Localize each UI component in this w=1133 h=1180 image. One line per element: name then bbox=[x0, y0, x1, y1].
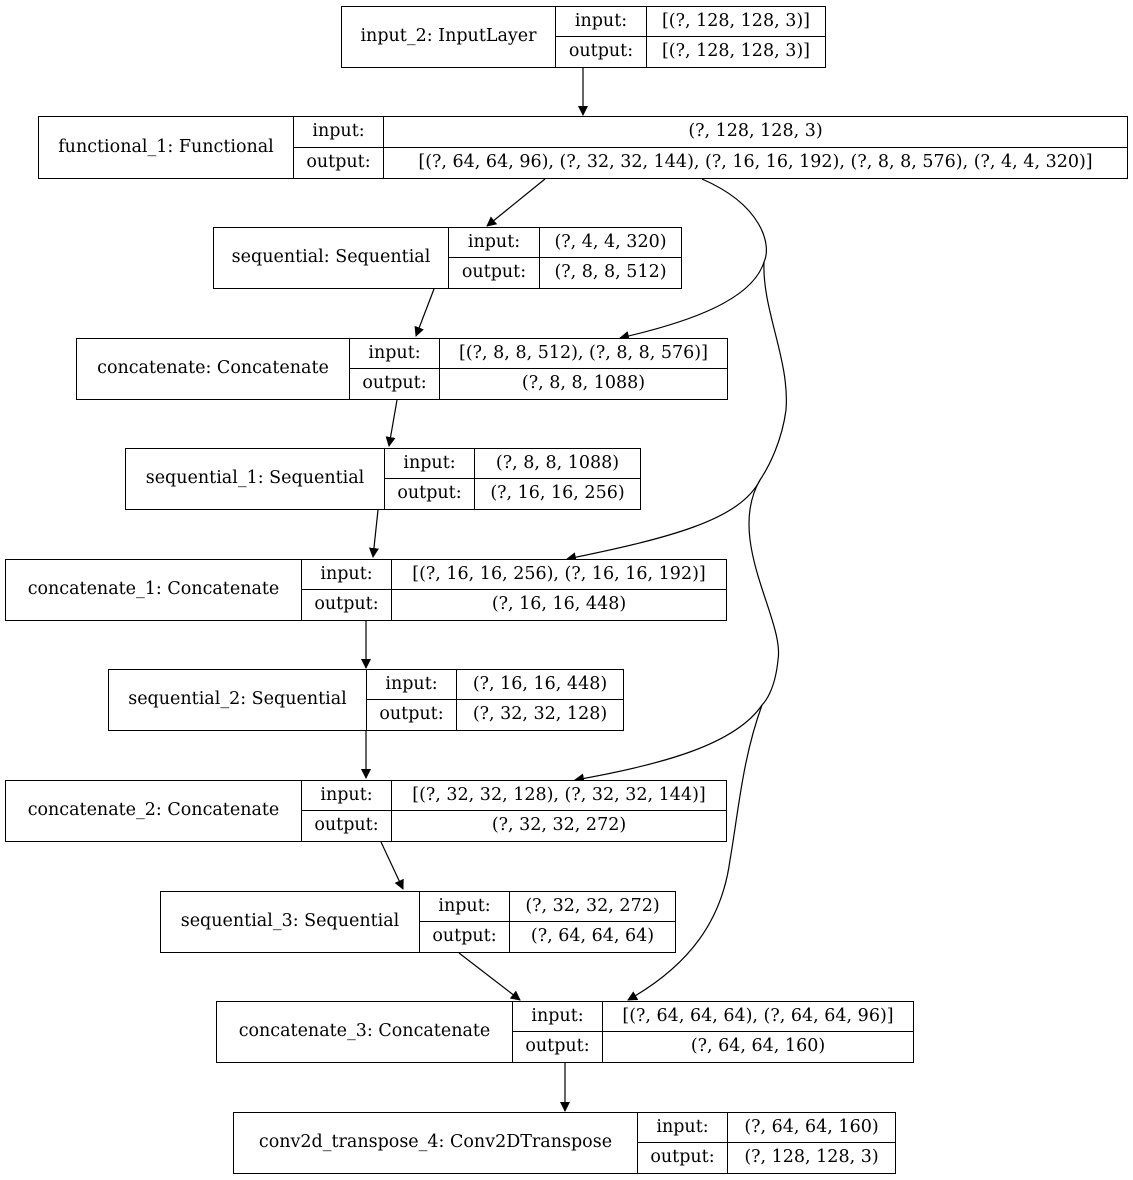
edge-functional_1-concatenate_2 bbox=[574, 479, 780, 784]
input-label: input: bbox=[302, 560, 392, 590]
input-label: input: bbox=[302, 781, 392, 811]
output-label: output: bbox=[449, 258, 540, 288]
edge-functional_1-concatenate_1 bbox=[566, 261, 787, 563]
input-shape: (?, 16, 16, 448) bbox=[457, 670, 623, 700]
output-shape: (?, 32, 32, 128) bbox=[472, 704, 608, 725]
node-concatenate: concatenate: Concatenate input: output: … bbox=[76, 338, 728, 400]
output-shape: (?, 16, 16, 448) bbox=[491, 594, 627, 615]
output-shape: (?, 8, 8, 512) bbox=[554, 262, 667, 283]
input-label: input: bbox=[385, 449, 475, 479]
output-label: output: bbox=[302, 590, 392, 620]
input-shape: [(?, 32, 32, 128), (?, 32, 32, 144)] bbox=[392, 781, 726, 811]
node-concatenate-3: concatenate_3: Concatenate input: output… bbox=[216, 1001, 914, 1063]
node-name: concatenate_1: Concatenate bbox=[6, 560, 302, 620]
node-name: concatenate_2: Concatenate bbox=[6, 781, 302, 841]
input-label: input: bbox=[367, 670, 457, 700]
output-label: output: bbox=[302, 811, 392, 841]
output-label: output: bbox=[294, 147, 384, 178]
edge-functional_1-concatenate_3 bbox=[627, 704, 763, 1001]
node-concatenate-1: concatenate_1: Concatenate input: output… bbox=[5, 559, 727, 621]
input-label: input: bbox=[420, 892, 510, 922]
edge-sequential-concatenate bbox=[414, 288, 435, 337]
output-label: output: bbox=[385, 479, 475, 509]
node-name: functional_1: Functional bbox=[39, 117, 294, 178]
output-shape: (?, 32, 32, 272) bbox=[491, 815, 627, 836]
output-shape: [(?, 128, 128, 3)] bbox=[661, 41, 810, 62]
node-sequential-1: sequential_1: Sequential input: output: … bbox=[125, 448, 641, 510]
output-shape: [(?, 64, 64, 96), (?, 32, 32, 144), (?, … bbox=[418, 152, 1093, 172]
output-shape: (?, 8, 8, 1088) bbox=[521, 373, 646, 394]
node-name: sequential: Sequential bbox=[214, 228, 449, 288]
input-shape: (?, 8, 8, 1088) bbox=[475, 449, 640, 479]
output-shape: (?, 16, 16, 256) bbox=[490, 483, 625, 504]
output-label: output: bbox=[420, 922, 510, 952]
output-shape: (?, 128, 128, 3) bbox=[744, 1147, 879, 1168]
input-label: input: bbox=[556, 7, 647, 37]
node-name: sequential_3: Sequential bbox=[161, 892, 420, 952]
output-label: output: bbox=[556, 37, 647, 67]
node-input-2: input_2: InputLayer input: output: [(?, … bbox=[341, 6, 826, 68]
node-functional-1: functional_1: Functional input: output: … bbox=[38, 116, 1128, 179]
input-label: input: bbox=[449, 228, 540, 258]
input-shape: [(?, 128, 128, 3)] bbox=[647, 7, 825, 37]
output-shape: (?, 64, 64, 64) bbox=[530, 926, 655, 947]
input-label: input: bbox=[350, 339, 440, 369]
node-name: input_2: InputLayer bbox=[342, 7, 556, 67]
edge-sequential_1-concatenate_1 bbox=[368, 509, 379, 558]
input-shape: (?, 128, 128, 3) bbox=[384, 117, 1127, 148]
input-label: input: bbox=[294, 117, 384, 148]
node-name: conv2d_transpose_4: Conv2DTranspose bbox=[234, 1113, 638, 1173]
input-shape: (?, 64, 64, 160) bbox=[728, 1113, 895, 1143]
input-shape: [(?, 16, 16, 256), (?, 16, 16, 192)] bbox=[392, 560, 726, 590]
input-label: input: bbox=[638, 1113, 728, 1143]
output-label: output: bbox=[350, 369, 440, 399]
edge-functional_1-sequential bbox=[486, 178, 546, 227]
node-conv2d-transpose-4: conv2d_transpose_4: Conv2DTranspose inpu… bbox=[233, 1112, 896, 1174]
edge-concatenate-sequential_1 bbox=[385, 399, 398, 447]
node-sequential-3: sequential_3: Sequential input: output: … bbox=[160, 891, 676, 953]
edge-sequential_3-concatenate_3 bbox=[458, 952, 521, 1001]
node-concatenate-2: concatenate_2: Concatenate input: output… bbox=[5, 780, 727, 842]
output-label: output: bbox=[513, 1032, 603, 1062]
output-label: output: bbox=[367, 700, 457, 730]
node-name: sequential_1: Sequential bbox=[126, 449, 385, 509]
output-label: output: bbox=[638, 1143, 728, 1173]
node-sequential: sequential: Sequential input: output: (?… bbox=[213, 227, 682, 289]
edge-concatenate_2-sequential_3 bbox=[380, 841, 404, 890]
node-name: concatenate: Concatenate bbox=[77, 339, 350, 399]
input-label: input: bbox=[513, 1002, 603, 1032]
input-shape: (?, 32, 32, 272) bbox=[510, 892, 675, 922]
output-shape: (?, 64, 64, 160) bbox=[690, 1036, 826, 1057]
node-sequential-2: sequential_2: Sequential input: output: … bbox=[108, 669, 624, 731]
node-name: concatenate_3: Concatenate bbox=[217, 1002, 513, 1062]
input-shape: [(?, 8, 8, 512), (?, 8, 8, 576)] bbox=[440, 339, 727, 369]
input-shape: [(?, 64, 64, 64), (?, 64, 64, 96)] bbox=[603, 1002, 913, 1032]
node-name: sequential_2: Sequential bbox=[109, 670, 367, 730]
input-shape: (?, 4, 4, 320) bbox=[540, 228, 681, 258]
